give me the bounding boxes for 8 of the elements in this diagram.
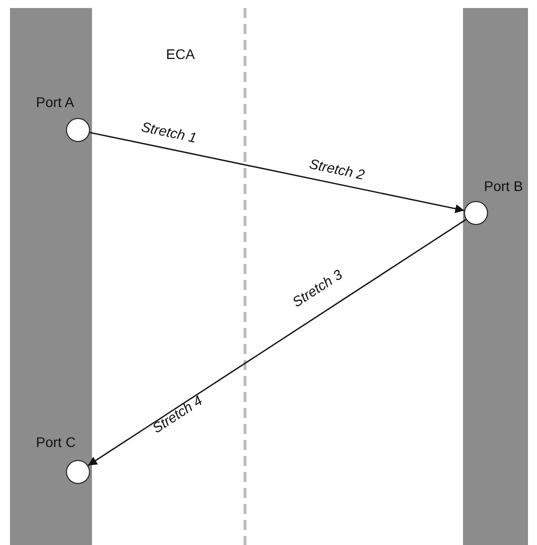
region-label: ECA xyxy=(166,46,195,62)
route-arrow xyxy=(88,219,466,466)
port-label: Port B xyxy=(484,178,523,194)
route-arrow xyxy=(90,132,464,214)
segment-label: Stretch 1 xyxy=(140,118,198,146)
port-label: Port C xyxy=(36,434,76,450)
port-label: Port A xyxy=(36,94,74,110)
segment-label: Stretch 2 xyxy=(308,155,366,183)
